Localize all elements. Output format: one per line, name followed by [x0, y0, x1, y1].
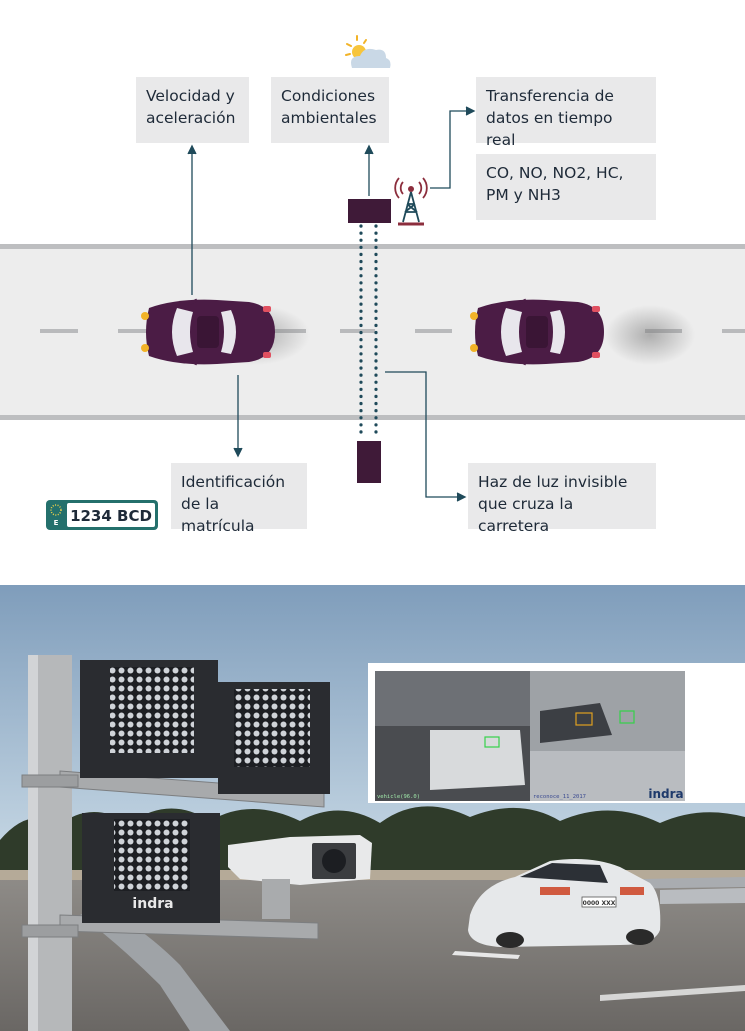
emissions-diagram: E 1234 BCD — [0, 35, 745, 530]
label-plate-id: Identificación de la matrícula — [171, 463, 307, 535]
label-speed: Velocidad y aceleración — [136, 77, 249, 143]
brand-logo: indra — [132, 896, 173, 912]
roadside-photo: 0000 XXX indra — [0, 585, 745, 1031]
car-icon — [468, 298, 606, 366]
car-icon — [139, 298, 277, 366]
infrared-panel — [80, 660, 218, 778]
road-edge-top — [0, 244, 745, 249]
inset-brand-logo: indra — [648, 787, 683, 801]
antenna-tower-icon — [394, 177, 428, 226]
plate-country: E — [54, 519, 59, 527]
inset-caption-right: reconoce_11_2017 — [533, 794, 586, 800]
sun-cloud-icon — [345, 35, 391, 68]
car-plate: 0000 XXX — [583, 900, 616, 907]
inset-caption-left: vehicle(96.0) — [377, 794, 420, 800]
sensor-unit-bottom — [357, 441, 381, 483]
sensor-unit-top — [348, 199, 391, 223]
license-plate-icon: E 1234 BCD — [46, 500, 158, 530]
label-transfer: Transferencia de datos en tiempo real — [476, 77, 656, 149]
label-beam: Haz de luz invisible que cruza la carret… — [468, 463, 656, 535]
connector-arrows — [187, 106, 476, 502]
plate-number: 1234 BCD — [70, 507, 152, 525]
car-shadow-right — [605, 305, 695, 365]
infrared-panel: indra — [82, 813, 220, 923]
moving-car: 0000 XXX — [468, 859, 661, 948]
camera-housing — [228, 835, 372, 919]
label-gases: CO, NO, NO2, HC, PM y NH3 — [476, 154, 656, 220]
label-conditions: Condiciones ambientales — [271, 77, 389, 143]
light-beam — [359, 224, 378, 440]
road-edge-bottom — [0, 415, 745, 420]
infrared-panel — [218, 682, 330, 794]
video-inset: vehicle(96.0) reconoce_11_2017 indra — [368, 663, 745, 803]
